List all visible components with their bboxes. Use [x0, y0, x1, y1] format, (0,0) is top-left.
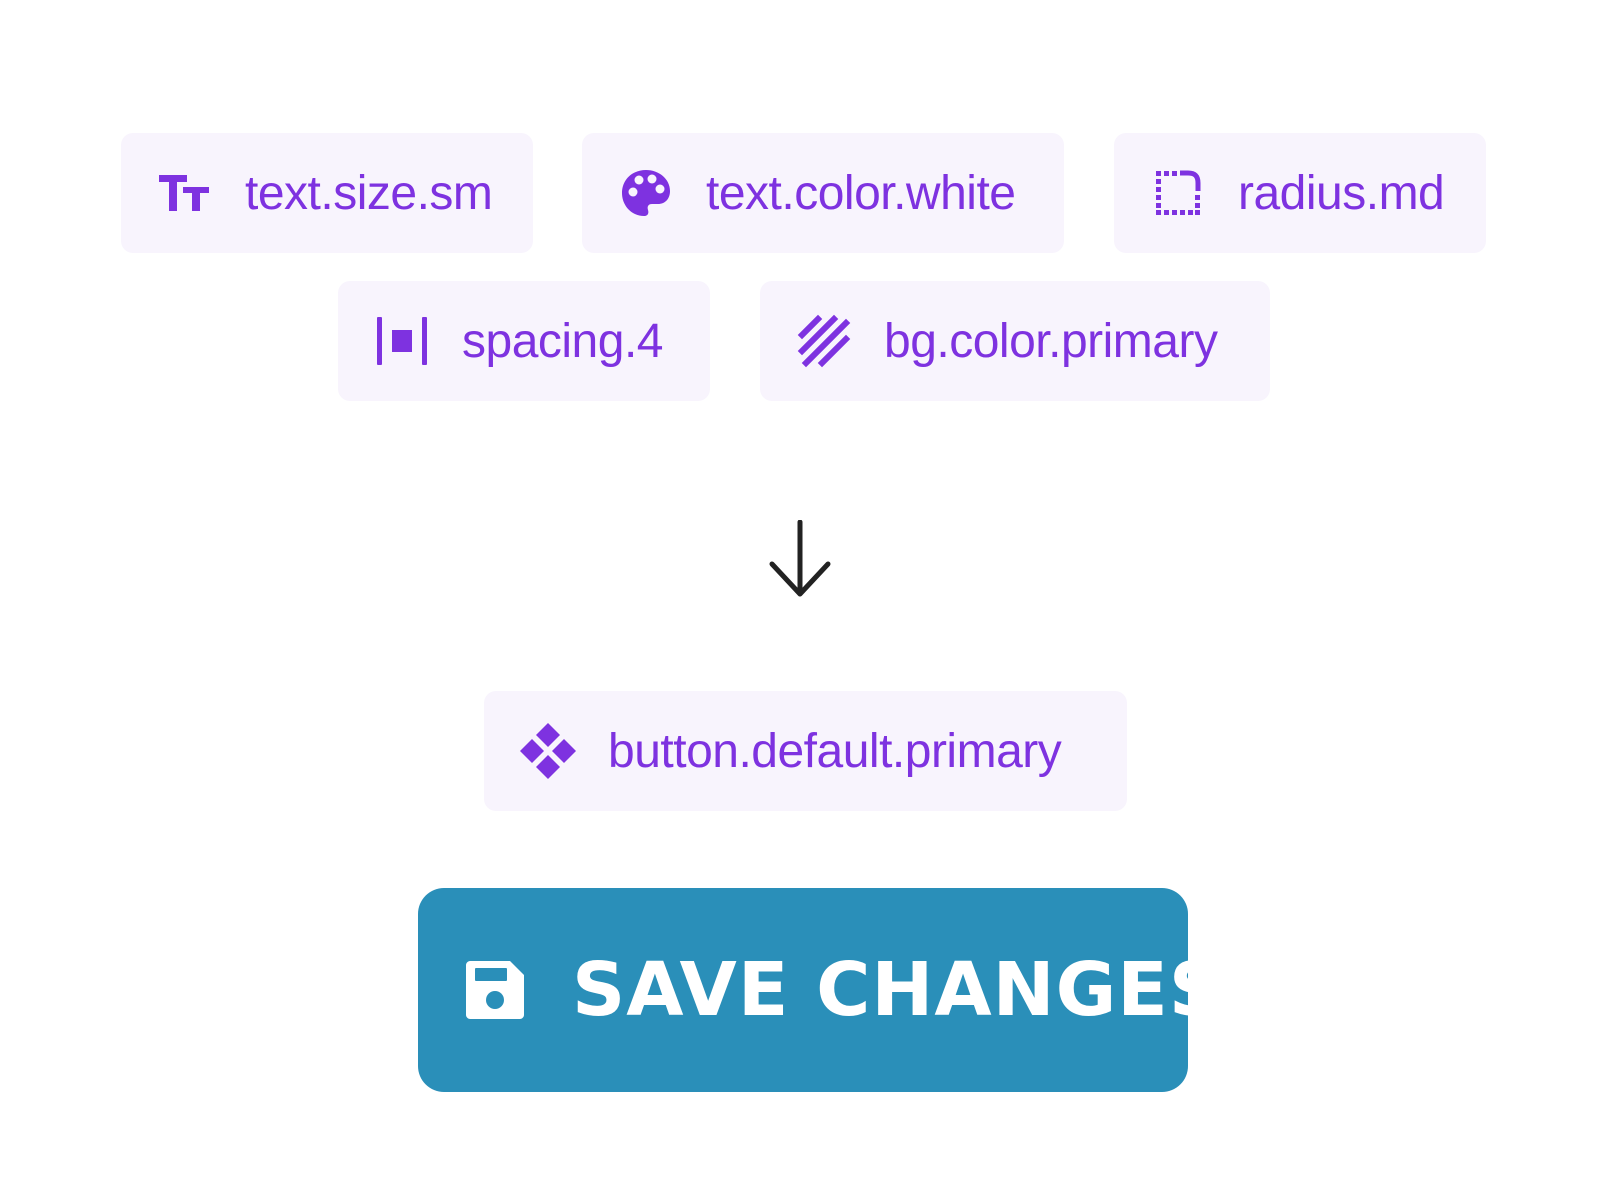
save-changes-label: SAVE CHANGES [572, 947, 1224, 1033]
token-label: spacing.4 [462, 314, 663, 368]
token-chip-bg-color: bg.color.primary [760, 281, 1270, 401]
token-label: text.size.sm [245, 166, 493, 220]
floppy-disk-icon [464, 959, 526, 1021]
token-chip-spacing: spacing.4 [338, 281, 710, 401]
component-diamond-icon [520, 723, 576, 779]
palette-icon [618, 165, 674, 221]
arrow-down-icon [769, 520, 831, 597]
token-label: radius.md [1238, 166, 1445, 220]
save-changes-button[interactable]: SAVE CHANGES [418, 888, 1222, 1092]
token-chip-text-size: text.size.sm [121, 133, 533, 253]
token-chip-radius: radius.md [1114, 133, 1486, 253]
text-size-icon [157, 165, 213, 221]
corner-radius-icon [1150, 165, 1206, 221]
component-chip: button.default.primary [484, 691, 1127, 811]
hatched-fill-icon [796, 313, 852, 369]
component-label: button.default.primary [608, 724, 1062, 778]
token-label: text.color.white [706, 166, 1016, 220]
token-chip-text-color: text.color.white [582, 133, 1064, 253]
spacing-icon [374, 313, 430, 369]
token-label: bg.color.primary [884, 314, 1218, 368]
